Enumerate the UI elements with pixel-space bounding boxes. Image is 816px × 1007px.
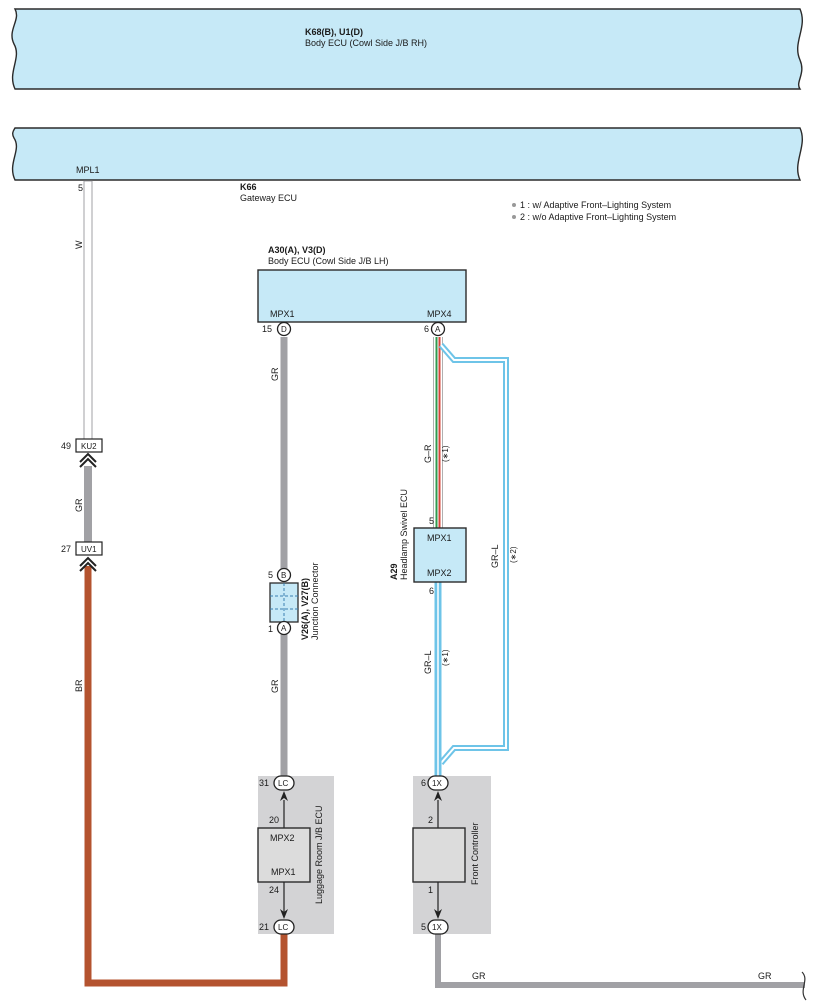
wire-note-g-r: (∗1)	[441, 445, 450, 462]
body-ecu-rh-code: K68(B), U1(D)	[305, 27, 363, 37]
luggage-conn-top	[273, 775, 295, 791]
ku2-label: KU2	[81, 442, 97, 451]
headlamp-ecu-pin-bottom: 6	[429, 586, 434, 596]
uv1-connector	[75, 541, 103, 556]
note-bullet-1	[512, 203, 516, 207]
luggage-pin-in-bottom: 24	[269, 885, 279, 895]
wire-label-gr-l-right: GR–L	[490, 544, 500, 568]
junction-connector-grid	[270, 583, 298, 622]
luggage-conn-top-pin: 31	[259, 778, 269, 788]
wire-label-w: W	[74, 240, 84, 249]
front-arrow-bottom-icon	[434, 909, 442, 919]
wire-label-gr-lh: GR	[270, 367, 280, 381]
note-1: 1 : w/ Adaptive Front–Lighting System	[520, 200, 671, 210]
gateway-pin: 5	[78, 183, 83, 193]
ku2-chevron-icon	[79, 452, 97, 468]
luggage-arrow-top-icon	[280, 791, 288, 801]
luggage-pin-in-top: 20	[269, 815, 279, 825]
wire-label-br: BR	[74, 679, 84, 692]
luggage-conn-top-label: LC	[278, 779, 288, 788]
headlamp-ecu-name: Headlamp Swivel ECU	[399, 489, 409, 580]
body-ecu-lh-code: A30(A), V3(D)	[268, 245, 326, 255]
luggage-conn-bottom-pin: 21	[259, 922, 269, 932]
body-ecu-lh-name: Body ECU (Cowl Side J/B LH)	[268, 256, 389, 266]
body-ecu-lh-pin-right: 6	[424, 324, 429, 334]
front-conn-bottom	[427, 919, 449, 935]
uv1-chevron-icon	[79, 556, 97, 572]
wire-g-r	[433, 337, 443, 528]
wire-label-gr-bottom-2: GR	[758, 971, 772, 981]
wire-label-gr-ku2: GR	[74, 498, 84, 512]
body-ecu-lh-conn-left	[276, 321, 292, 337]
body-ecu-lh-box	[257, 269, 467, 323]
wire-label-g-r: G–R	[423, 444, 433, 463]
front-conn-bottom-pin: 5	[421, 922, 426, 932]
front-conn-top	[427, 775, 449, 791]
ku2-pin: 49	[61, 441, 71, 451]
front-arrow-top-icon	[434, 791, 442, 801]
gateway-ecu-name: Gateway ECU	[240, 193, 297, 203]
wire-note-gr-l-lower: (∗1)	[441, 649, 450, 666]
wire-break-mark	[801, 971, 807, 1001]
body-ecu-rh-band	[11, 8, 803, 90]
junction-conn-top-label: B	[281, 571, 286, 580]
junction-conn-bottom	[276, 620, 292, 636]
uv1-label: UV1	[81, 545, 97, 554]
body-ecu-lh-term-left: MPX1	[270, 309, 295, 319]
headlamp-ecu-term-bottom: MPX2	[427, 568, 452, 578]
body-ecu-lh-conn-right	[430, 321, 446, 337]
junction-conn-top	[276, 567, 292, 583]
gateway-ecu-band	[11, 127, 803, 181]
front-pin-in-bottom: 1	[428, 885, 433, 895]
luggage-term-bottom: MPX1	[271, 867, 296, 877]
luggage-ecu-name: Luggage Room J/B ECU	[314, 805, 324, 904]
junction-pin-bottom: 1	[268, 624, 273, 634]
body-ecu-lh-conn-right-label: A	[435, 325, 441, 334]
front-conn-bottom-label: 1X	[432, 923, 442, 932]
junction-conn-bottom-label: A	[281, 624, 287, 633]
wire-label-gr-junction: GR	[270, 679, 280, 693]
body-ecu-lh-pin-left: 15	[262, 324, 272, 334]
front-pin-in-top: 2	[428, 815, 433, 825]
junction-pin-top: 5	[268, 570, 273, 580]
uv1-pin: 27	[61, 544, 71, 554]
luggage-arrow-bottom-icon	[280, 909, 288, 919]
headlamp-ecu-code: A29	[389, 563, 399, 580]
wire-note-gr-l-right: (∗2)	[509, 546, 518, 563]
luggage-conn-bottom-label: LC	[278, 923, 288, 932]
gateway-ecu-code: K66	[240, 182, 257, 192]
wire-label-gr-l-lower: GR–L	[423, 650, 433, 674]
gateway-terminal-label: MPL1	[76, 165, 100, 175]
junction-connector-code: V26(A), V27(B)	[300, 578, 310, 640]
body-ecu-lh-term-right: MPX4	[427, 309, 452, 319]
headlamp-ecu-term-top: MPX1	[427, 533, 452, 543]
wire-label-gr-bottom-1: GR	[472, 971, 486, 981]
front-controller-name: Front Controller	[470, 822, 480, 885]
luggage-term-top: MPX2	[270, 833, 295, 843]
luggage-conn-bottom	[273, 919, 295, 935]
front-conn-top-pin: 6	[421, 778, 426, 788]
junction-connector-name: Junction Connector	[310, 562, 320, 640]
body-ecu-lh-conn-left-label: D	[281, 325, 287, 334]
body-ecu-rh-name: Body ECU (Cowl Side J/B RH)	[305, 38, 427, 48]
wire-br-uv1-luggage	[84, 566, 288, 987]
headlamp-ecu-pin-top: 5	[429, 516, 434, 526]
wire-gr-l-bypass	[438, 343, 509, 765]
ku2-connector	[75, 438, 103, 453]
front-conn-top-label: 1X	[432, 779, 442, 788]
note-2: 2 : w/o Adaptive Front–Lighting System	[520, 212, 676, 222]
wire-gr-bottom	[435, 933, 805, 988]
wire-w-gateway-ku2	[83, 180, 93, 440]
front-controller-box	[412, 827, 466, 883]
headlamp-ecu-box	[413, 527, 467, 583]
note-bullet-2	[512, 215, 516, 219]
